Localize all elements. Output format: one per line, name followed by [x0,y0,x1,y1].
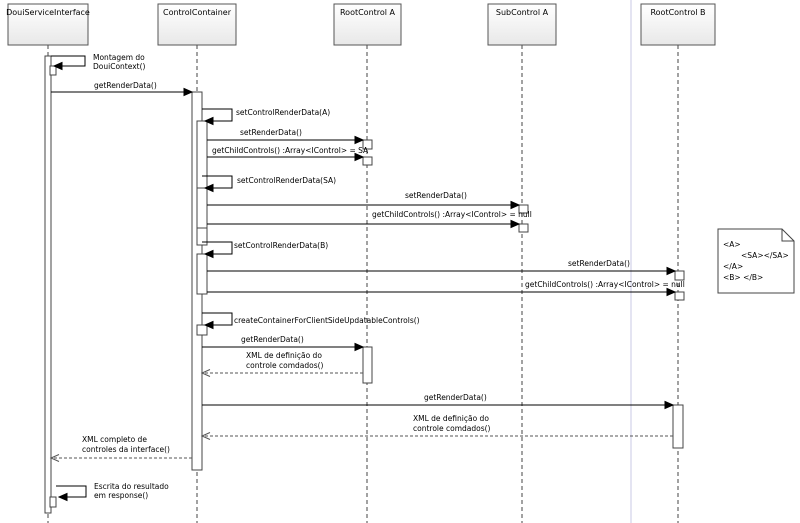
message-m9: setControlRenderData(B) [202,241,328,259]
activation-bar-rcb [674,270,685,281]
activation-bar-rca [362,346,373,384]
message-label: getChildControls() :Array<IControl> = SA [212,146,369,155]
message-label: DouiContext() [93,62,146,71]
message-label: getRenderData() [94,81,157,90]
message-label: getRenderData() [424,393,487,402]
message-m10: setRenderData() [207,259,677,276]
lifeline-sca: SubControl A [487,3,557,523]
message-m8: getChildControls() :Array<IControl> = nu… [207,210,532,229]
lifeline-header-box [333,3,402,46]
message-label: XML de definição do [413,414,489,423]
xml-note: <A> <SA></SA> </A> <B> </B> [717,228,795,294]
lifeline-rcb: RootControl B [640,3,716,523]
message-m13: getRenderData() [202,335,365,352]
note-line-1: <A> [723,240,741,249]
message-label: setControlRenderData(B) [234,241,328,250]
message-label: Escrita do resultado [94,482,169,491]
message-m12: createContainerForClientSideUpdatableCon… [202,312,420,330]
message-m6: setControlRenderData(SA) [202,175,336,193]
activation-bar-cc [196,253,208,295]
self-call-loop [202,175,233,189]
message-label: XML de definição do [246,351,322,360]
activation-bar-rcb [672,404,684,449]
self-call-loop [202,241,233,255]
activation-bar-cc [196,324,208,336]
activation-bar-rcb [674,291,685,301]
lifeline-header-box [640,3,716,46]
lifeline-header-label: RootControl A [340,8,396,17]
message-label: XML completo de [82,435,147,444]
message-label: controles da interface() [82,445,170,454]
message-label: getRenderData() [241,335,304,344]
lifeline-header-label: SubControl A [496,8,549,17]
message-label: Montagem do [93,53,145,62]
message-label: em response() [94,491,148,500]
note-shape [717,228,795,294]
activation-bar-rca [362,139,373,150]
lifeline-rca: RootControl A [333,3,402,523]
message-m5: getChildControls() :Array<IControl> = SA [207,146,369,162]
message-label: controle comdados() [246,361,324,370]
note-line-2: <SA></SA> [741,251,789,260]
activation-bar-rca [362,156,373,166]
self-call-loop [202,312,233,326]
lifeline-header-box [157,3,237,46]
activation-bar-dui [49,496,57,508]
activation-bar-cc [196,187,208,229]
activation-bar-sca [518,223,529,233]
lifeline-header-box [487,3,557,46]
lifeline-header-label: ControlContainer [163,8,232,17]
message-m7: setRenderData() [207,191,521,210]
message-label: setRenderData() [240,128,302,137]
activation-bar-sca [518,204,529,214]
message-label: setRenderData() [405,191,467,200]
note-line-4: <B> </B> [723,273,763,282]
lifeline-header-box [7,3,89,46]
message-m3: setControlRenderData(A) [202,108,330,126]
message-m11: getChildControls() :Array<IControl> = nu… [207,280,685,297]
message-m4: setRenderData() [207,128,365,145]
lifeline-header-label: DouiServiceInterface [6,8,90,17]
self-call-loop [202,108,233,122]
message-label: getChildControls() :Array<IControl> = nu… [525,280,685,289]
activation-bar-dui [49,65,57,76]
message-m2: getRenderData() [51,81,194,97]
message-label: getChildControls() :Array<IControl> = nu… [372,210,532,219]
lifeline-header-label: RootControl B [650,8,705,17]
activation-bar-cc [196,120,208,246]
message-label: setControlRenderData(SA) [237,176,336,185]
message-label: setRenderData() [568,259,630,268]
self-call-loop [56,485,87,498]
note-line-3: </A> [723,262,743,271]
self-call-loop [51,55,86,67]
message-label: controle comdados() [413,424,491,433]
message-label: createContainerForClientSideUpdatableCon… [234,316,420,325]
message-m15: getRenderData() [202,393,675,410]
message-label: setControlRenderData(A) [236,108,330,117]
note-fold [781,229,794,242]
activation-bar-dui [44,55,52,514]
